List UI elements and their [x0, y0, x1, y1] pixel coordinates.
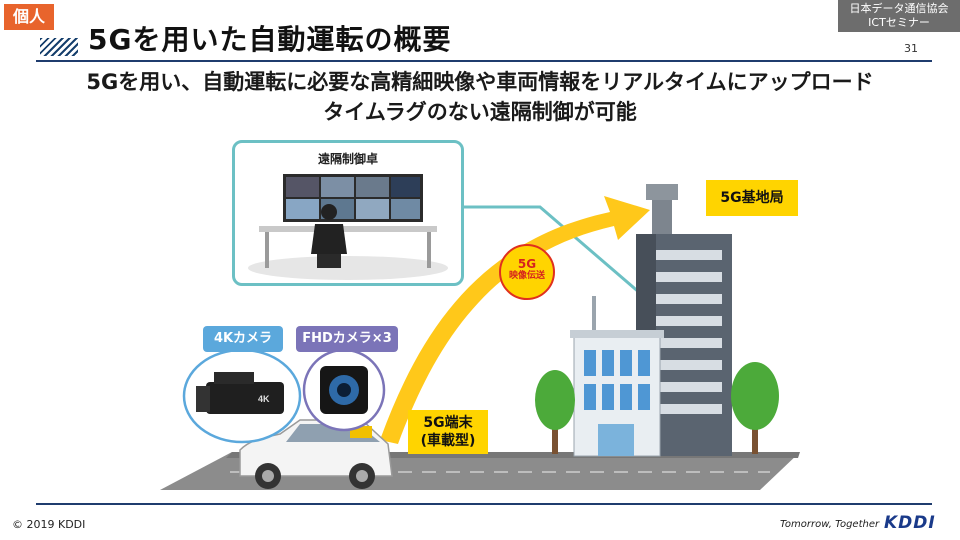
camera-4k-label: 4Kカメラ: [203, 326, 283, 352]
seminar-name: ICTセミナー: [868, 16, 930, 29]
video-badge-5g: 5G: [517, 257, 537, 271]
page-number: 31: [904, 42, 918, 55]
footer-rule: [36, 503, 932, 505]
copyright: © 2019 KDDI: [12, 518, 86, 531]
subtitle-line-1: 5Gを用い、自動運転に必要な高精細映像や車両情報をリアルタイムにアップロード: [86, 70, 874, 94]
kddi-logo: KDDI: [884, 513, 936, 533]
control-link-line: [464, 205, 649, 302]
terminal-label: 5G端末 (車載型): [408, 410, 488, 454]
base-station-label: 5G基地局: [706, 180, 798, 216]
monitor-wall: [283, 174, 423, 222]
slide-title: 5Gを用いた自動運転の概要: [88, 23, 452, 56]
personal-badge: 個人: [4, 4, 54, 30]
terminal-label-line2: (車載型): [420, 433, 476, 449]
organizer-name: 日本データ通信協会: [849, 2, 949, 15]
terminal-label-line1: 5G端末: [423, 415, 473, 431]
tree-left: [535, 370, 575, 454]
brand-tagline: Tomorrow, Together: [780, 519, 880, 530]
control-room-scene: [248, 174, 448, 280]
upload-arrow: [380, 196, 650, 444]
tree-right: [731, 362, 779, 454]
camera-4k-mark: 4K: [258, 394, 270, 404]
desk: [259, 226, 437, 232]
organizer-box: 日本データ通信協会 ICTセミナー: [838, 0, 960, 32]
video-badge-text: 映像伝送: [508, 271, 545, 281]
operator: [311, 204, 347, 268]
video-transmission-badge: 5G 映像伝送: [499, 244, 555, 300]
subtitle-line-2: タイムラグのない遠隔制御が可能: [323, 100, 637, 124]
remote-control-label: 遠隔制御卓: [317, 152, 378, 166]
office-building: [570, 296, 664, 457]
camera-fhd-label: FHDカメラ×3: [296, 326, 398, 352]
title-underline: [36, 60, 932, 62]
camera-4k-icon: 4K: [196, 372, 284, 414]
title-hatch-decoration: [40, 38, 78, 56]
